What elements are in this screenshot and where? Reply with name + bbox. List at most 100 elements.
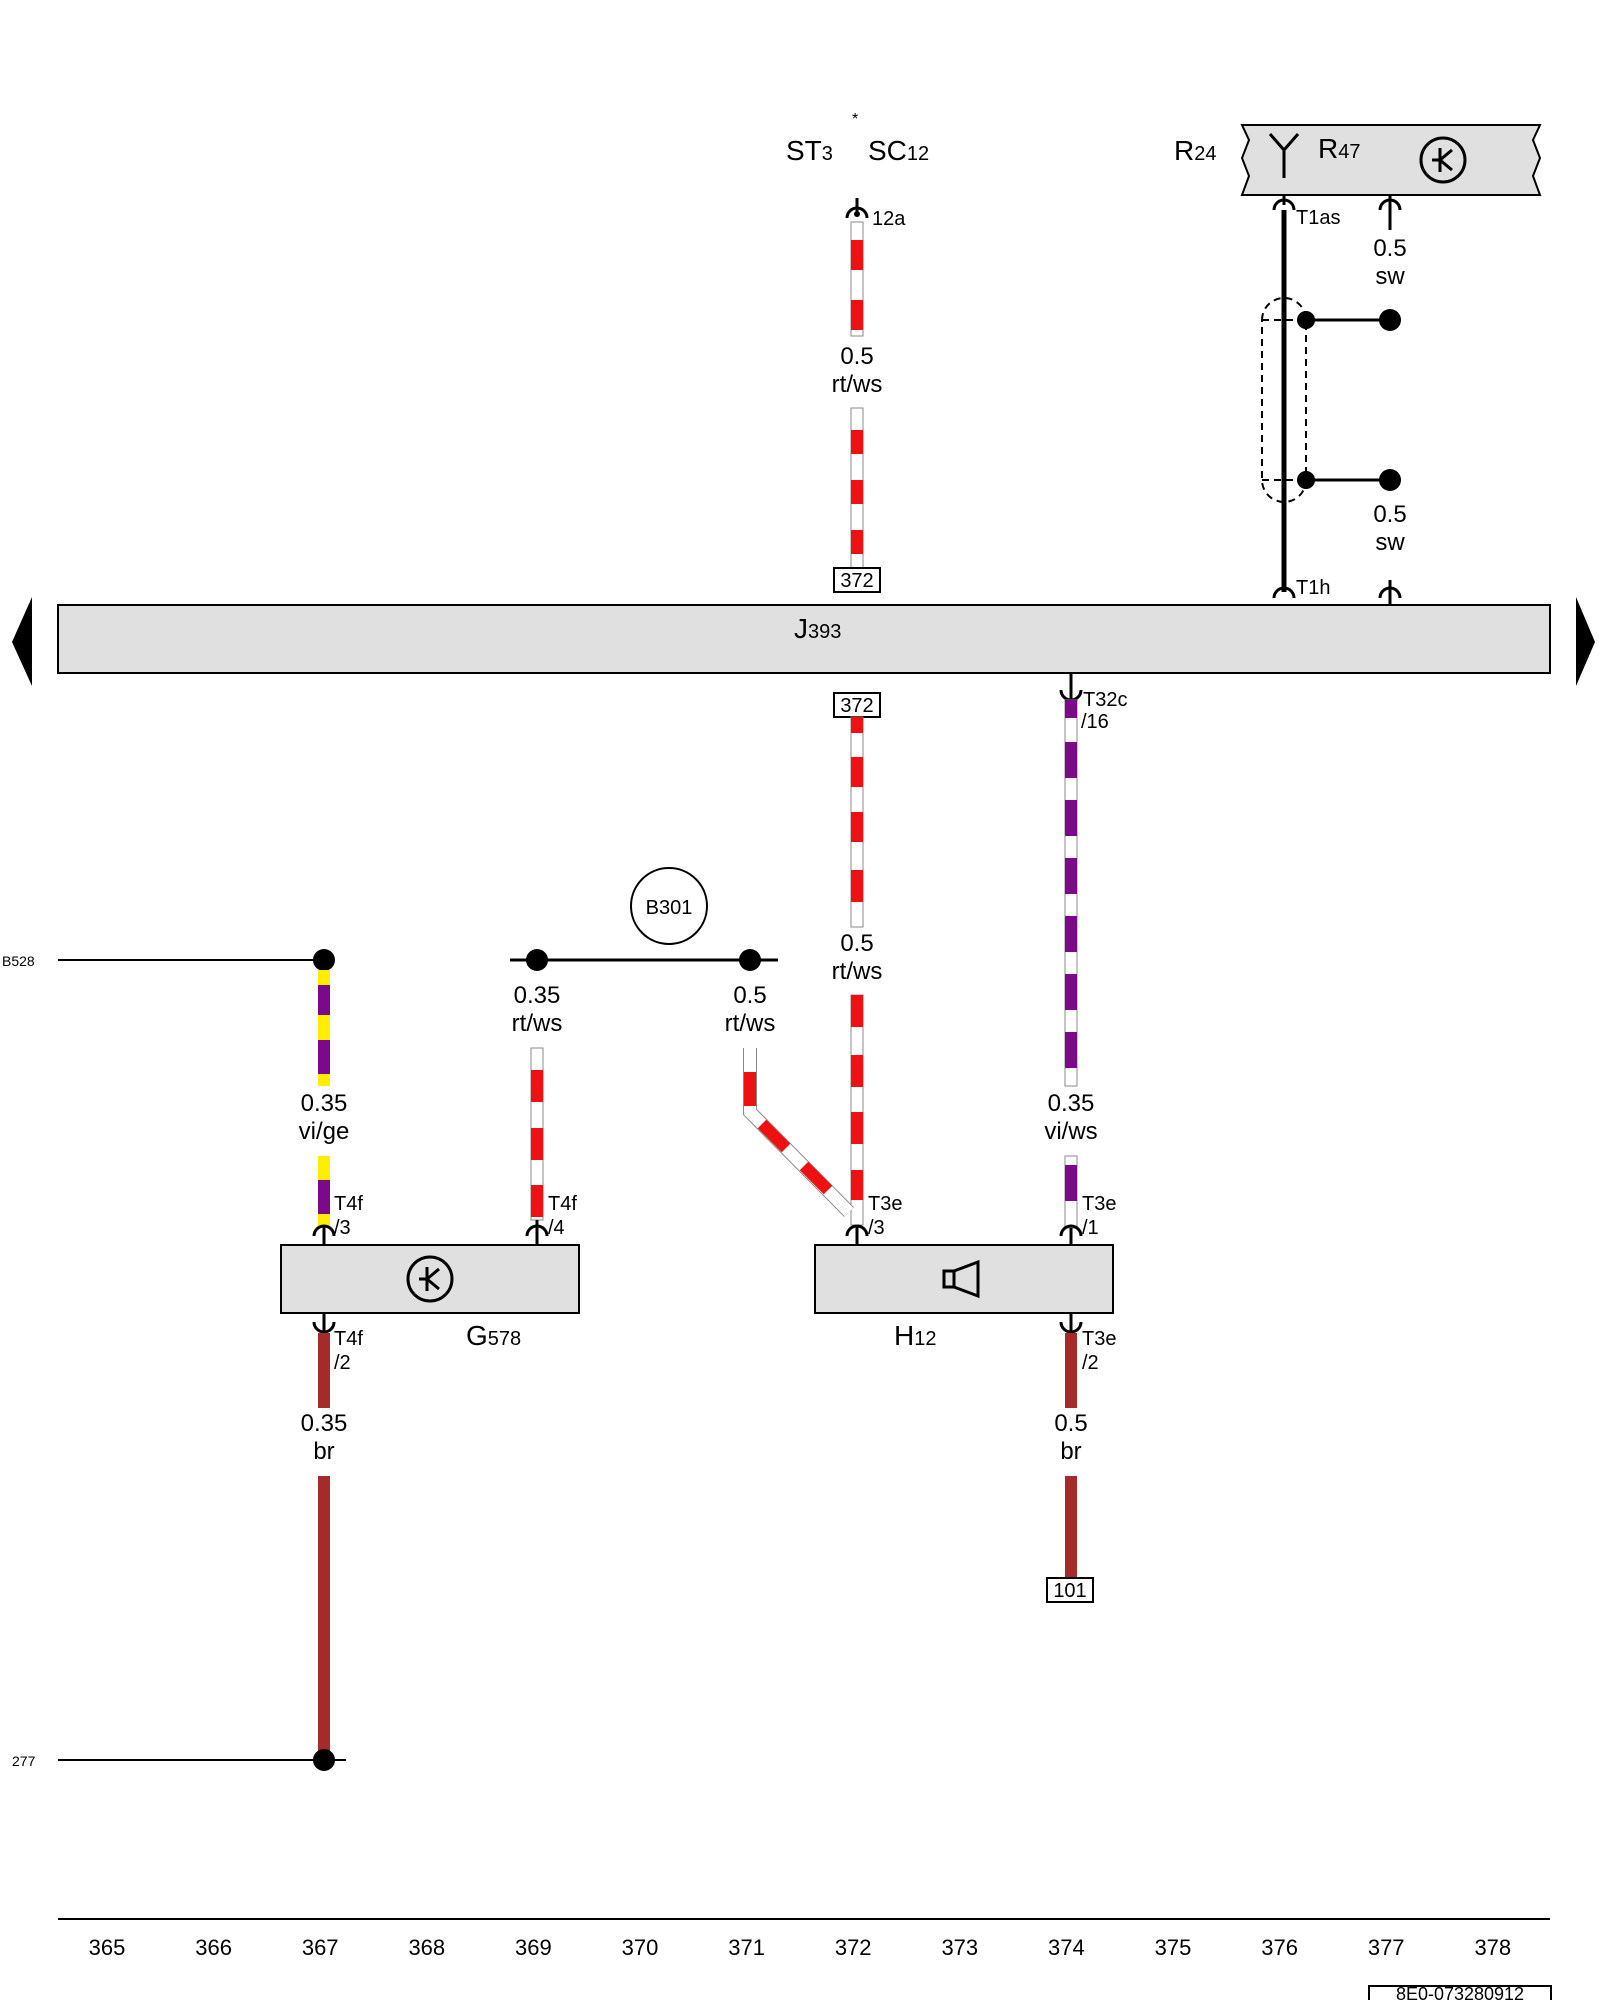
grid-label: 365 bbox=[89, 1935, 126, 1960]
grid-label: 377 bbox=[1368, 1935, 1405, 1960]
connector-t3e-2-label: T3e bbox=[1082, 1328, 1116, 1350]
g578-module-box bbox=[280, 1244, 580, 1314]
wire-shield1-color: sw bbox=[1375, 263, 1405, 290]
sensor-icon bbox=[406, 1255, 454, 1303]
grid-label: 372 bbox=[835, 1935, 872, 1960]
connector-t1h-icon bbox=[1272, 586, 1296, 599]
horn-icon bbox=[942, 1259, 980, 1299]
connector-t4f-3-pin: /3 bbox=[334, 1217, 351, 1239]
connector-t4f-2-label: T4f bbox=[334, 1328, 363, 1350]
j393-module-box bbox=[57, 604, 1551, 674]
connector-t4f-4-pin: /4 bbox=[548, 1217, 565, 1239]
h12-module-box bbox=[814, 1244, 1114, 1314]
wire-vige-size: 0.35 bbox=[301, 1090, 348, 1117]
wire-br2-color: br bbox=[1060, 1438, 1081, 1465]
connector-t32c-label: T32c bbox=[1083, 689, 1127, 711]
wire-vige-color: vi/ge bbox=[299, 1118, 350, 1145]
wire-viws-lower bbox=[1064, 1155, 1078, 1229]
receiver-icon bbox=[1419, 136, 1467, 184]
grid-label: 370 bbox=[622, 1935, 659, 1960]
wire-top-rtws-lower bbox=[850, 407, 864, 569]
connector-t32c-pin: /16 bbox=[1081, 711, 1109, 733]
wire-shield2-color: sw bbox=[1375, 529, 1405, 556]
wire-viws-upper bbox=[1064, 699, 1078, 1087]
connector-12a-label: 12a bbox=[872, 208, 906, 230]
grid-label: 376 bbox=[1261, 1935, 1298, 1960]
wire-mid-color: rt/ws bbox=[832, 958, 883, 985]
wire-rtws-a-size: 0.35 bbox=[514, 982, 561, 1009]
antenna-icon bbox=[1268, 133, 1300, 178]
connector-t3e-1-label: T3e bbox=[1082, 1193, 1116, 1215]
wire-top-size: 0.5 bbox=[840, 343, 873, 370]
grid-label: 369 bbox=[515, 1935, 552, 1960]
connector-t3e-3-label: T3e bbox=[868, 1193, 902, 1215]
connector-t4f-2-pin: /2 bbox=[334, 1352, 351, 1374]
wire-rtws-a bbox=[530, 1047, 544, 1221]
connector-t3e-1-icon bbox=[1059, 1224, 1083, 1237]
connector-t1h-label: T1h bbox=[1296, 577, 1330, 599]
wire-rtws-b bbox=[743, 1048, 854, 1217]
connector-t4f-4-label: T4f bbox=[548, 1193, 577, 1215]
wire-br2-lower bbox=[1065, 1476, 1077, 1578]
wire-br2-size: 0.5 bbox=[1054, 1410, 1087, 1437]
wire-br2-upper bbox=[1065, 1333, 1077, 1408]
ref-101-box[interactable] bbox=[1046, 1577, 1094, 1603]
grid-label: 367 bbox=[302, 1935, 339, 1960]
g578-label: G578 bbox=[466, 1320, 521, 1351]
sc12-label: SC12 bbox=[868, 135, 929, 166]
r24-label: R24 bbox=[1174, 135, 1216, 166]
wire-shield2-size: 0.5 bbox=[1373, 501, 1406, 528]
connector-t3e-1-pin: /1 bbox=[1082, 1217, 1099, 1239]
connector-t4f-3-label: T4f bbox=[334, 1193, 363, 1215]
wire-br1-size: 0.35 bbox=[301, 1410, 348, 1437]
grid-labels: 365 366 367 368 369 370 371 372 373 374 375 376 377 3… bbox=[89, 1935, 1512, 1960]
wire-br1-lower bbox=[318, 1476, 330, 1760]
shield-tap-lower bbox=[1379, 469, 1401, 491]
grid-label: 366 bbox=[195, 1935, 232, 1960]
drawing-code-box bbox=[1368, 1985, 1552, 2000]
wire-top-color: rt/ws bbox=[832, 371, 883, 398]
ref-372-top-box[interactable] bbox=[833, 567, 881, 593]
ref-372-bot[interactable]: 372 bbox=[840, 695, 873, 717]
n277-label[interactable]: 277 bbox=[12, 1753, 36, 1769]
wire-br1-color: br bbox=[313, 1438, 334, 1465]
connector-t3e-2-pin: /2 bbox=[1082, 1352, 1099, 1374]
b528-label[interactable]: B528 bbox=[2, 953, 35, 969]
connector-t1as-label: T1as bbox=[1296, 207, 1340, 229]
wire-mid-size: 0.5 bbox=[840, 930, 873, 957]
wire-mid-rtws-upper bbox=[850, 716, 864, 928]
wire-mid-rtws-lower bbox=[850, 994, 864, 1226]
wire-vige-lower bbox=[318, 1156, 330, 1226]
star-mark: * bbox=[852, 111, 858, 128]
grid-label: 375 bbox=[1155, 1935, 1192, 1960]
b301-junction-circle[interactable] bbox=[630, 867, 708, 945]
wire-rtws-b-color: rt/ws bbox=[725, 1010, 776, 1037]
scroll-left-arrow[interactable] bbox=[12, 597, 32, 686]
grid-label: 378 bbox=[1474, 1935, 1511, 1960]
h12-label: H12 bbox=[894, 1320, 936, 1351]
b301-label[interactable]: B301 bbox=[646, 897, 693, 919]
shield-tap-upper bbox=[1379, 309, 1401, 331]
wire-viws-size: 0.35 bbox=[1048, 1090, 1095, 1117]
r47-module-box bbox=[1240, 124, 1542, 196]
scroll-right-arrow[interactable] bbox=[1576, 597, 1595, 686]
wire-rtws-b-size: 0.5 bbox=[733, 982, 766, 1009]
wire-shield1-size: 0.5 bbox=[1373, 235, 1406, 262]
st3-label: ST3 bbox=[786, 135, 833, 166]
wire-viws-color: vi/ws bbox=[1044, 1118, 1097, 1145]
r47-label: R47 bbox=[1318, 133, 1360, 164]
grid-label: 368 bbox=[408, 1935, 445, 1960]
ref-372-top[interactable]: 372 bbox=[840, 570, 873, 592]
grid-label: 371 bbox=[728, 1935, 765, 1960]
grid-label: 374 bbox=[1048, 1935, 1085, 1960]
wire-top-rtws-upper bbox=[850, 221, 864, 337]
ref-101[interactable]: 101 bbox=[1053, 1580, 1086, 1602]
connector-t3e-3-pin: /3 bbox=[868, 1217, 885, 1239]
drawing-code: 8E0-073280912 bbox=[1396, 1984, 1524, 2000]
wire-br1-upper bbox=[318, 1333, 330, 1408]
j393-label: J393 bbox=[794, 613, 841, 644]
wire-vige-upper bbox=[318, 970, 330, 1086]
wire-rtws-a-color: rt/ws bbox=[512, 1010, 563, 1037]
grid-label: 373 bbox=[941, 1935, 978, 1960]
